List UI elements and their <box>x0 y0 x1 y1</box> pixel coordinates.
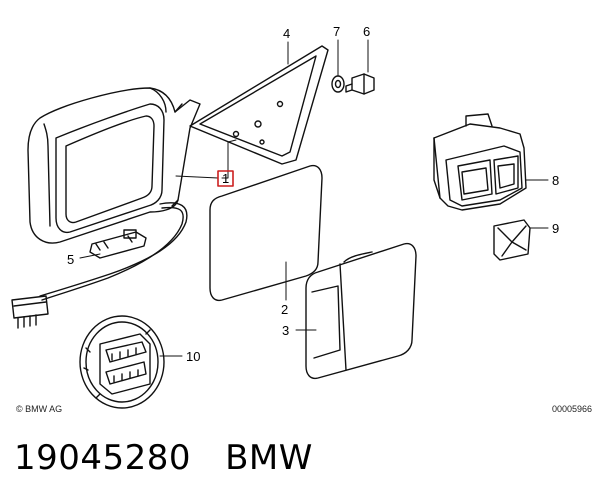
drawing-number: 00005966 <box>551 404 592 414</box>
leader-lines <box>79 39 549 357</box>
callout-8: 8 <box>552 173 559 188</box>
mirror-glass <box>209 164 323 302</box>
part-number: 19045280 <box>14 438 192 478</box>
cable-clip <box>89 229 147 259</box>
washer <box>331 75 345 93</box>
callout-7: 7 <box>333 24 340 39</box>
parts-diagram: 1 2 3 4 5 6 7 8 9 10 <box>11 24 559 409</box>
mirror-switch <box>433 113 527 211</box>
callout-9: 9 <box>552 221 559 236</box>
brand-name: BMW <box>225 438 313 478</box>
part-footer: 19045280 BMW <box>14 438 347 478</box>
callout-1: 1 <box>222 171 229 186</box>
mirror-motor <box>79 315 165 409</box>
callout-4: 4 <box>283 26 290 41</box>
mirror-base-plate <box>189 45 329 165</box>
heated-mirror-glass <box>305 242 417 380</box>
copyright-label: © BMW AG <box>16 404 63 414</box>
callout-1-highlight-box <box>217 170 234 187</box>
mirror-housing <box>27 87 201 301</box>
hex-bolt <box>345 73 375 95</box>
callout-3: 3 <box>282 323 289 338</box>
switch-knob <box>493 219 531 261</box>
callout-6: 6 <box>363 24 370 39</box>
callout-10: 10 <box>186 349 200 364</box>
callout-5: 5 <box>67 252 74 267</box>
callout-2: 2 <box>281 302 288 317</box>
electrical-plug <box>11 295 49 329</box>
